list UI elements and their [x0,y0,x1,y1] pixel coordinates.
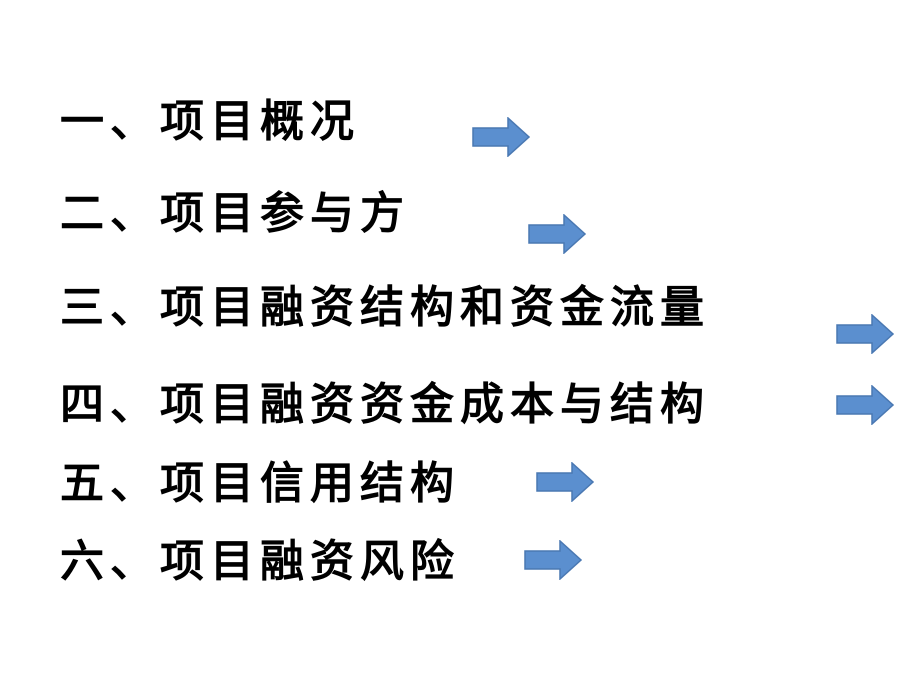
right-arrow-icon[interactable] [472,117,530,157]
agenda-item-label: 六、项目融资风险 [60,536,460,587]
agenda-item-label: 二、项目参与方 [60,188,410,239]
right-arrow-icon[interactable] [836,314,894,354]
agenda-item-label: 一、项目概况 [60,96,360,147]
agenda-item-1: 一、项目概况 [0,0,920,157]
agenda-item-3: 三、项目融资结构和资金流量 [0,0,920,354]
right-arrow-icon[interactable] [536,462,594,502]
right-arrow-icon[interactable] [528,214,586,254]
agenda-item-label: 五、项目信用结构 [60,458,460,509]
agenda-item-label: 四、项目融资资金成本与结构 [60,379,710,430]
agenda-item-6: 六、项目融资风险 [0,0,920,584]
agenda-item-5: 五、项目信用结构 [0,0,920,506]
agenda-item-4: 四、项目融资资金成本与结构 [0,0,920,427]
right-arrow-icon[interactable] [836,385,894,425]
agenda-item-2: 二、项目参与方 [0,0,920,254]
agenda-item-label: 三、项目融资结构和资金流量 [60,282,710,333]
right-arrow-icon[interactable] [524,540,582,580]
